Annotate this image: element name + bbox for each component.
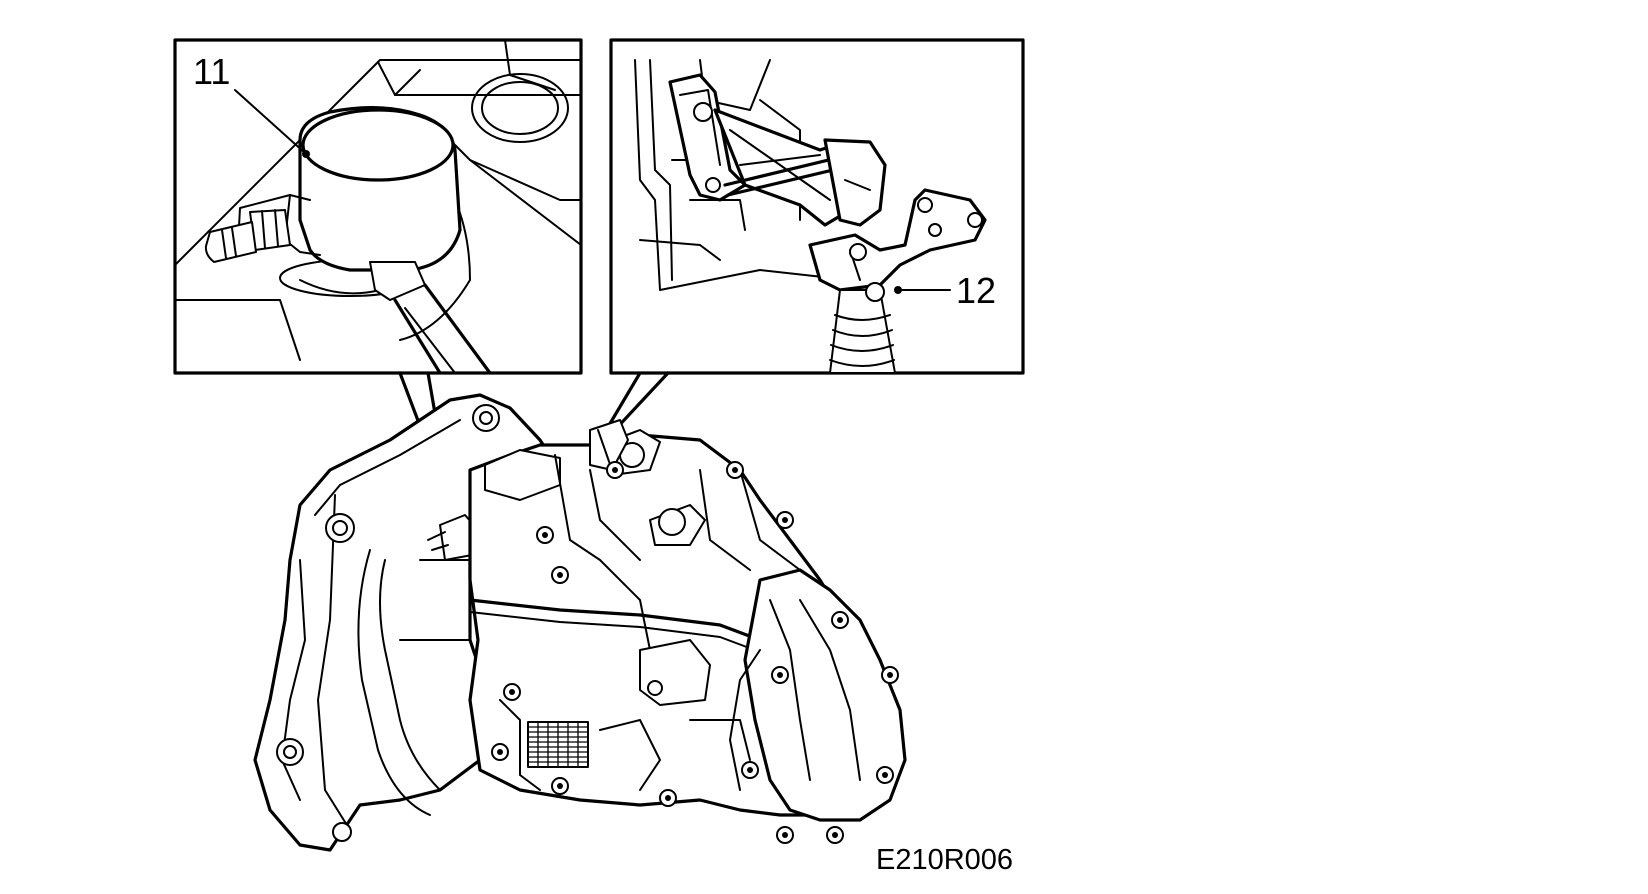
case-bolts	[491, 461, 899, 844]
gearbox-main-view	[253, 393, 907, 852]
callout-number-12: 12	[956, 270, 996, 311]
detail-inset-11: 11	[173, 38, 583, 375]
callout-number-11: 11	[193, 51, 230, 92]
vent-grille-lines	[527, 721, 589, 768]
figure-code: E210R006	[876, 844, 1013, 876]
detail-inset-12: 12	[609, 38, 1025, 375]
